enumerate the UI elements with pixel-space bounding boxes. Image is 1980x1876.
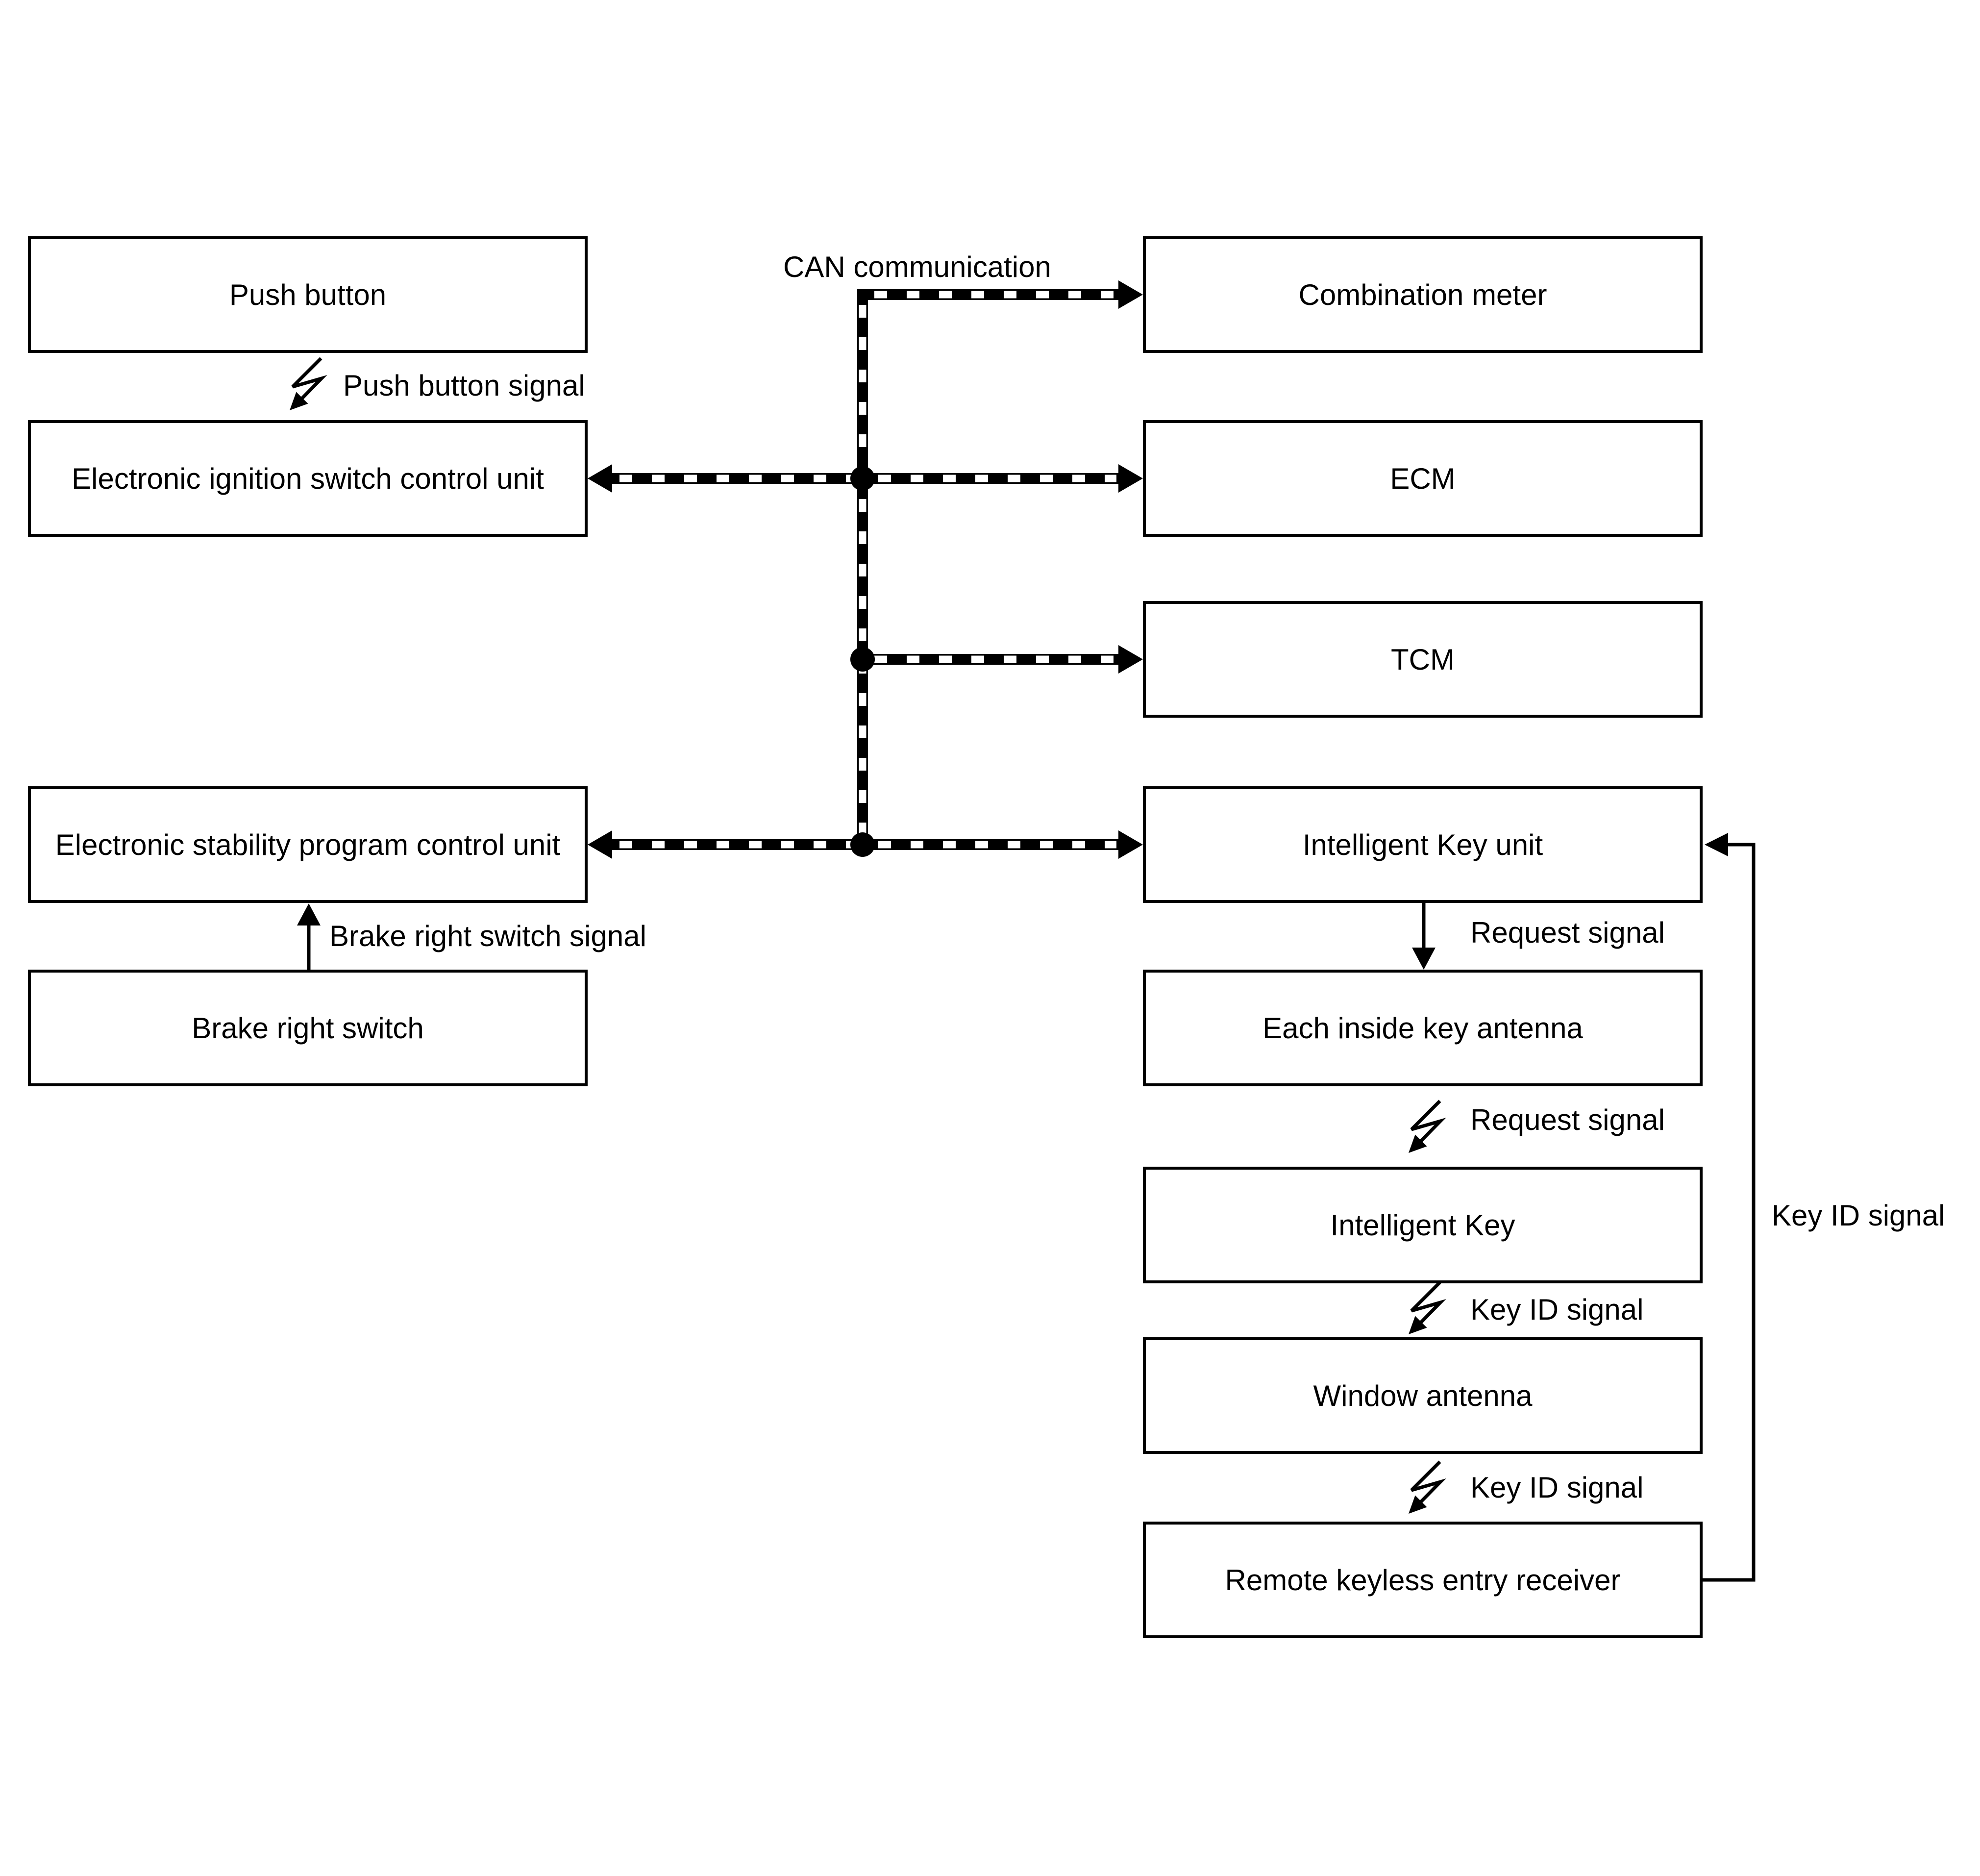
box-combination-meter-label: Combination meter xyxy=(1298,278,1547,311)
can-bus-dashes xyxy=(619,291,1116,849)
box-ecm-label: ECM xyxy=(1390,462,1456,495)
box-push-button: Push button xyxy=(28,236,588,353)
lightning-bolt-icon xyxy=(1409,1100,1446,1153)
box-intelligent-key: Intelligent Key xyxy=(1143,1167,1703,1283)
box-brake-right-switch: Brake right switch xyxy=(28,970,588,1086)
box-tcm-label: TCM xyxy=(1391,643,1455,676)
box-window-antenna: Window antenna xyxy=(1143,1337,1703,1454)
request-signal-label-wireless: Request signal xyxy=(1470,1103,1665,1136)
can-bus-junctions xyxy=(850,466,875,857)
box-remote-keyless-entry-receiver: Remote keyless entry receiver xyxy=(1143,1522,1703,1638)
box-electronic-stability-program-control-unit: Electronic stability program control uni… xyxy=(28,786,588,903)
box-intelligent-key-label: Intelligent Key xyxy=(1330,1208,1515,1242)
brake-signal-arrow xyxy=(297,903,321,970)
box-push-button-label: Push button xyxy=(229,278,387,311)
box-combination-meter: Combination meter xyxy=(1143,236,1703,353)
key-id-feedback-line xyxy=(1703,833,1756,1582)
box-electronic-ignition-switch-control-unit-label: Electronic ignition switch control unit xyxy=(72,462,544,495)
can-communication-label: CAN communication xyxy=(783,250,1051,283)
can-bus-arrowheads xyxy=(588,280,1143,859)
key-id-signal-label-1: Key ID signal xyxy=(1470,1293,1644,1326)
box-remote-keyless-entry-receiver-label: Remote keyless entry receiver xyxy=(1225,1563,1621,1597)
request-signal-arrow xyxy=(1412,903,1436,970)
brake-right-switch-signal-label: Brake right switch signal xyxy=(329,920,646,952)
lightning-bolt-icon xyxy=(290,357,327,410)
box-window-antenna-label: Window antenna xyxy=(1313,1379,1533,1412)
box-electronic-stability-program-control-unit-label: Electronic stability program control uni… xyxy=(55,828,561,861)
key-id-signal-label-2: Key ID signal xyxy=(1470,1471,1644,1504)
push-button-signal-label: Push button signal xyxy=(343,369,585,402)
key-id-signal-label-feedback: Key ID signal xyxy=(1772,1199,1945,1232)
box-each-inside-key-antenna: Each inside key antenna xyxy=(1143,970,1703,1086)
box-electronic-ignition-switch-control-unit: Electronic ignition switch control unit xyxy=(28,420,588,537)
box-tcm: TCM xyxy=(1143,601,1703,718)
box-each-inside-key-antenna-label: Each inside key antenna xyxy=(1262,1011,1583,1045)
lightning-bolt-icon xyxy=(1409,1281,1446,1334)
lightning-bolt-icon xyxy=(1409,1460,1446,1514)
request-signal-label-wired: Request signal xyxy=(1470,916,1665,949)
box-brake-right-switch-label: Brake right switch xyxy=(192,1011,424,1045)
box-intelligent-key-unit: Intelligent Key unit xyxy=(1143,786,1703,903)
box-ecm: ECM xyxy=(1143,420,1703,537)
box-intelligent-key-unit-label: Intelligent Key unit xyxy=(1302,828,1543,861)
